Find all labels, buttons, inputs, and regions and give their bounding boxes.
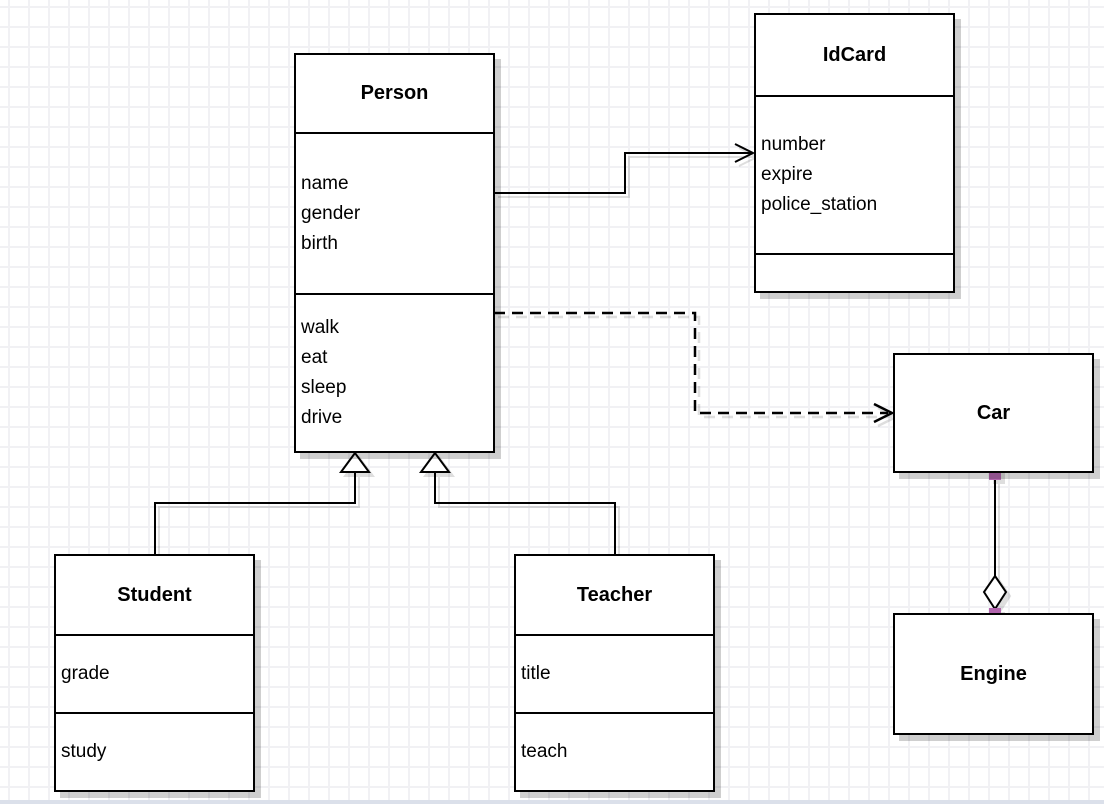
dependency-person-car[interactable]: [494, 311, 895, 424]
method-item: drive: [301, 407, 343, 428]
methods-section: teach: [516, 712, 713, 790]
class-title: Person: [360, 82, 429, 104]
class-box-engine[interactable]: Engine: [893, 613, 1094, 735]
class-title: IdCard: [822, 43, 887, 66]
methods-section: walk eat sleep drive: [296, 293, 493, 451]
methods-section: [756, 253, 953, 291]
attribute-item: police_station: [761, 194, 878, 215]
attribute-item: birth: [301, 232, 338, 254]
class-title: Teacher: [576, 583, 653, 606]
methods-section: study: [56, 712, 253, 790]
method-item: walk: [301, 317, 340, 338]
class-title: Student: [117, 583, 192, 606]
class-box-car[interactable]: Car: [893, 353, 1094, 473]
class-box-student[interactable]: Student grade study: [54, 554, 255, 792]
attributes-section: name gender birth: [296, 132, 493, 293]
generalization-teacher-person[interactable]: [419, 451, 616, 554]
class-box-teacher[interactable]: Teacher title teach: [514, 554, 715, 792]
attribute-item: gender: [301, 202, 361, 224]
aggregation-car-engine[interactable]: [982, 468, 1008, 620]
method-item: eat: [301, 347, 328, 368]
method-item: study: [61, 741, 107, 762]
generalization-student-person[interactable]: [154, 451, 371, 554]
hollow-diamond-marker: [982, 574, 1008, 611]
attributes-section: title: [516, 634, 713, 712]
attributes-section: grade: [56, 634, 253, 712]
attributes-section: number expire police_station: [756, 95, 953, 253]
class-box-person[interactable]: Person name gender birth walk eat sleep …: [294, 53, 495, 453]
attribute-item: name: [301, 172, 349, 194]
attribute-item: number: [761, 134, 826, 155]
class-title: Car: [976, 401, 1011, 424]
canvas-bottom-edge: [0, 800, 1104, 804]
attribute-item: grade: [61, 663, 110, 684]
hollow-triangle-marker: [419, 451, 451, 473]
method-item: sleep: [301, 377, 347, 398]
association-person-idcard[interactable]: [494, 143, 756, 194]
class-title: Engine: [960, 662, 1027, 685]
attribute-item: title: [521, 663, 551, 684]
attribute-item: expire: [761, 164, 813, 185]
hollow-triangle-marker: [339, 451, 371, 473]
class-box-idcard[interactable]: IdCard number expire police_station: [754, 13, 955, 293]
method-item: teach: [521, 741, 568, 762]
